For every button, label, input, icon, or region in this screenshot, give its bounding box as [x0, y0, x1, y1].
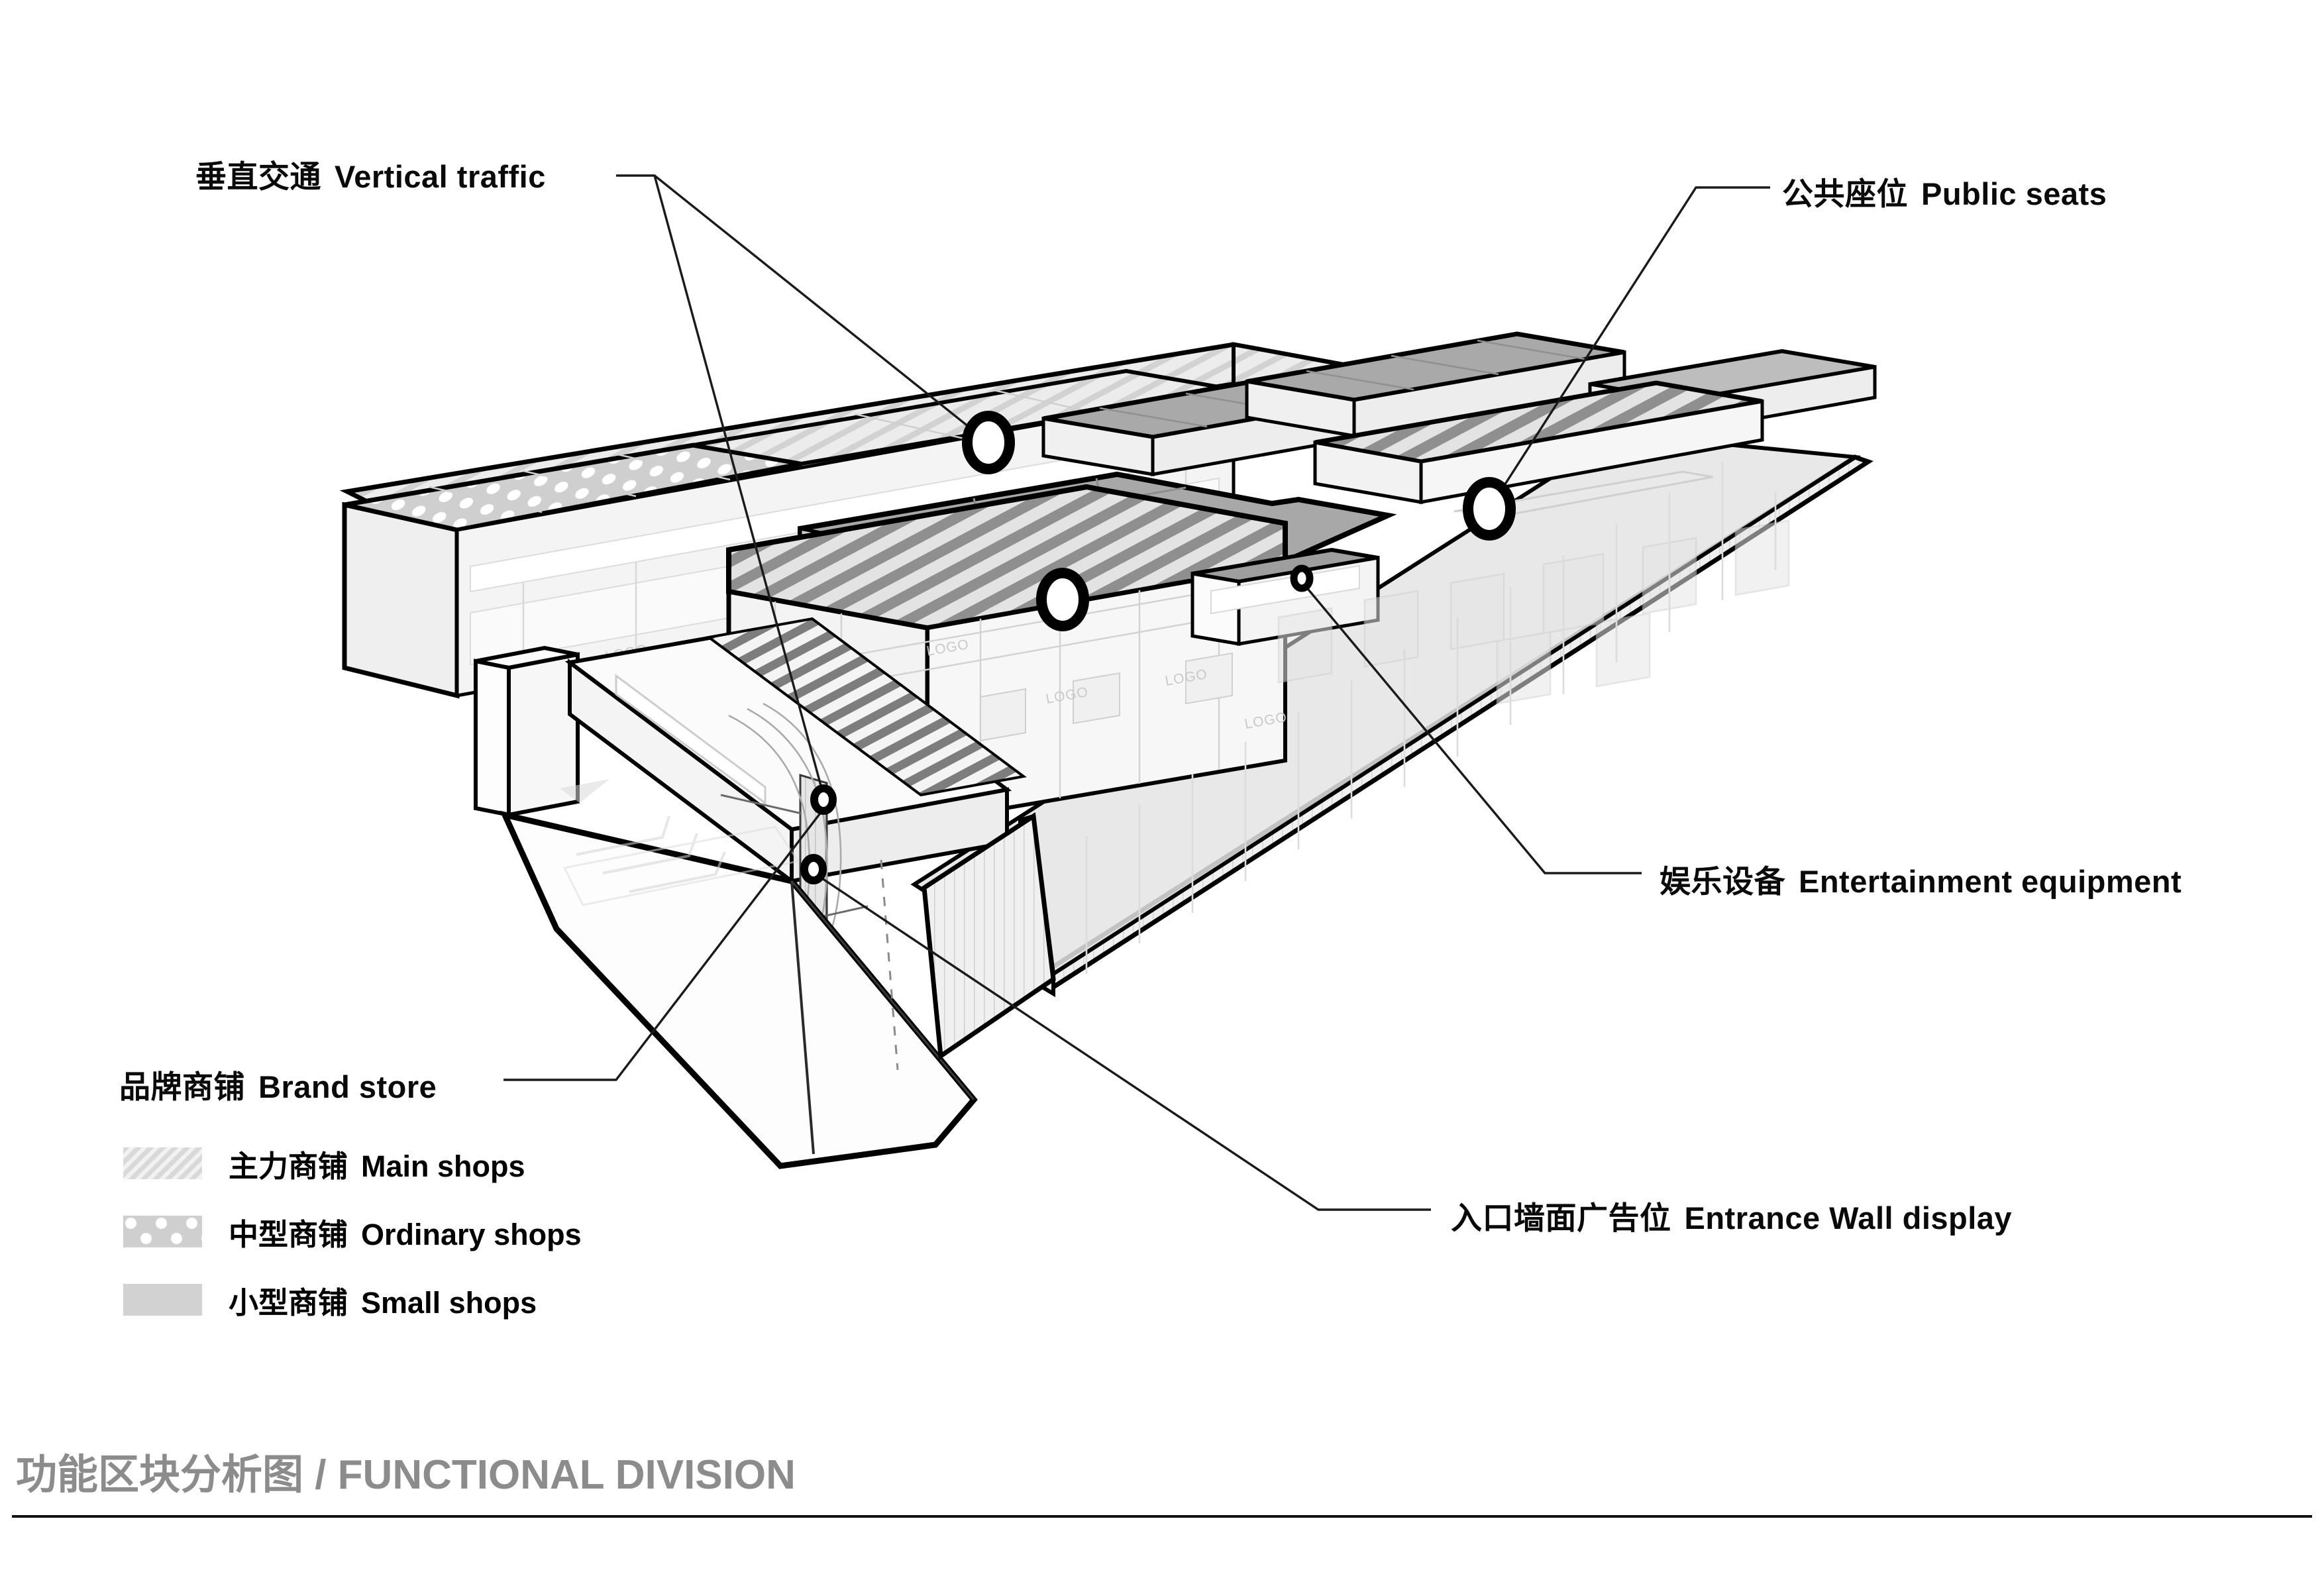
- footer-title: 功能区块分析图 / FUNCTIONAL DIVISION: [16, 1452, 796, 1498]
- callout-en: Vertical traffic: [335, 159, 546, 194]
- footer-rule: [12, 1515, 2312, 1518]
- marker-vertical-traffic-upper: [962, 411, 1015, 474]
- marker-vertical-traffic-lower: [1036, 568, 1089, 631]
- legend-label: 主力商铺 Main shops: [229, 1142, 525, 1185]
- callout-cn: 垂直交通: [195, 159, 321, 195]
- entrance-canopy: [564, 617, 1027, 886]
- callout-en: Public seats: [1921, 176, 2107, 211]
- small-white-box-left: [474, 645, 580, 817]
- perimeter-wall-front: [922, 812, 1056, 1061]
- legend-swatch-dot-pattern-icon: [123, 1216, 202, 1247]
- legend-item-ordinary-shops: 中型商铺 Ordinary shops: [123, 1211, 582, 1252]
- leader-lines: [503, 174, 1770, 1211]
- callout-cn: 公共座位: [1782, 176, 1908, 213]
- legend-cn: 中型商铺: [229, 1217, 348, 1251]
- callout-en: Brand store: [258, 1069, 437, 1104]
- legend-cn: 小型商铺: [229, 1285, 348, 1320]
- leader-brand-store: [503, 802, 829, 1081]
- legend-swatch-solid-gray-icon: [123, 1284, 202, 1316]
- legend-en: Small shops: [361, 1285, 537, 1320]
- entertainment-box: [1190, 547, 1380, 646]
- legend-swatch-diagonal-hatch-icon: [123, 1147, 202, 1179]
- marker-brand-store: [810, 784, 837, 815]
- leader-public-seats: [1488, 186, 1770, 509]
- callout-label-brand-store: 品牌商铺 Brand store: [119, 1061, 437, 1107]
- legend-item-main-shops: 主力商铺 Main shops: [123, 1143, 582, 1184]
- entrance-plaza: [500, 779, 978, 1169]
- wall-fins-ghost: [1085, 462, 1777, 974]
- legend: 主力商铺 Main shops 中型商铺 Ordinary shops 小型商铺 Sm…: [123, 1143, 582, 1347]
- interior-ghost-furniture: [1277, 519, 1790, 705]
- callout-label-vertical-traffic: 垂直交通 Vertical traffic: [195, 151, 546, 197]
- leader-entrance-display: [816, 873, 1431, 1211]
- legend-cn: 主力商铺: [229, 1149, 348, 1183]
- legend-item-small-shops: 小型商铺 Small shops: [123, 1279, 582, 1320]
- legend-label: 小型商铺 Small shops: [229, 1279, 537, 1322]
- building-mass: LOGO: [339, 331, 1877, 1169]
- leader-entertainment: [1300, 580, 1642, 874]
- callout-label-entrance-display: 入口墙面广告位 Entrance Wall display: [1451, 1192, 2012, 1238]
- callout-en: Entrance Wall display: [1684, 1200, 2013, 1236]
- callout-en: Entertainment equipment: [1799, 864, 2182, 899]
- callout-cn: 品牌商铺: [119, 1069, 245, 1106]
- legend-label: 中型商铺 Ordinary shops: [229, 1210, 582, 1253]
- callout-markers: [800, 411, 1516, 884]
- callout-cn: 娱乐设备: [1660, 864, 1785, 900]
- public-seats-strip: [1313, 380, 1764, 519]
- marker-public-seats: [1463, 477, 1516, 541]
- callout-cn: 入口墙面广告位: [1451, 1200, 1671, 1237]
- leader-vertical-traffic-b: [653, 175, 825, 798]
- callout-label-entertainment: 娱乐设备 Entertainment equipment: [1660, 856, 2182, 902]
- callout-label-public-seats: 公共座位 Public seats: [1782, 168, 2107, 214]
- marker-entrance-display: [800, 854, 827, 884]
- legend-en: Ordinary shops: [361, 1217, 582, 1251]
- marker-entertainment: [1290, 564, 1314, 592]
- legend-en: Main shops: [361, 1149, 525, 1183]
